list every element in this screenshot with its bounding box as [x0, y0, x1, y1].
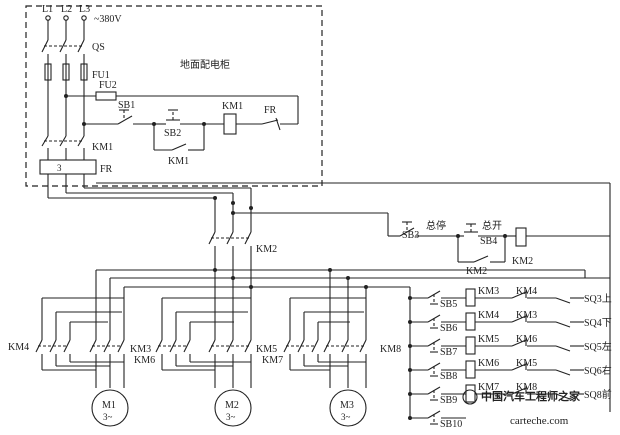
- hold-contact-label: KM1: [168, 156, 189, 167]
- watermark: 中国汽车工程师之家 carteche.com: [462, 389, 581, 427]
- rung-1-interlock-blade: [511, 291, 527, 299]
- rung-5-coil: [465, 384, 476, 403]
- rung-2-button-label: SB6: [440, 323, 457, 334]
- rung-6-button-label: SB10: [440, 419, 462, 430]
- rung-4-button-label: SB8: [440, 371, 457, 382]
- rung-2-interlock-blade: [511, 315, 527, 323]
- rung-1-coil-label: KM3: [478, 286, 499, 297]
- stop-button-label: SB1: [118, 100, 135, 111]
- m2-right-contactor: KM5: [256, 344, 277, 355]
- m1-left-contactor: KM4: [8, 342, 29, 353]
- rung-4-limit-label: SQ6右: [584, 364, 612, 377]
- coil-km1: [223, 113, 237, 135]
- motor-m3-name: M3: [340, 400, 354, 411]
- master-contactor-label: KM2: [256, 244, 277, 255]
- main-phase-lines: [39, 20, 97, 198]
- rung-5-button-label: SB9: [440, 395, 457, 406]
- rung-1-button-label: SB5: [440, 299, 457, 310]
- rung-4-coil-label: KM6: [478, 358, 499, 369]
- rung-2-coil-label: KM4: [478, 310, 499, 321]
- m1-right-contactor-2: KM6: [134, 355, 155, 366]
- fuse-control-label: FU2: [99, 80, 117, 91]
- rung-3-limit-blade: [555, 345, 571, 352]
- distribution-cabinet-frame: [25, 5, 323, 187]
- terminal-l2: [63, 15, 69, 21]
- motor-group-3: [283, 297, 367, 427]
- rung-1-coil: [465, 288, 476, 307]
- rung-2-coil: [465, 312, 476, 331]
- overload-relay-label: FR: [100, 164, 113, 175]
- rung-3-interlock-label: KM6: [516, 334, 537, 345]
- watermark-line2: carteche.com: [510, 415, 569, 427]
- label-l2: L2: [61, 4, 72, 15]
- master-control-rung: [388, 221, 610, 263]
- terminal-l3: [81, 15, 87, 21]
- rung-1-interlock-label: KM4: [516, 286, 537, 297]
- label-l3: L3: [79, 4, 90, 15]
- m2-right-contactor-2: KM7: [262, 355, 283, 366]
- motor-m1-phase: 3~: [103, 412, 113, 422]
- coil-km2: [515, 227, 527, 247]
- rung-3-interlock-blade: [511, 339, 527, 347]
- master-stop-label: 总停: [426, 219, 446, 232]
- coil-km1-label: KM1: [222, 101, 243, 112]
- rung-5-coil-label: KM7: [478, 382, 499, 393]
- supply-voltage: ~380V: [94, 14, 122, 25]
- rung-5-limit-blade: [555, 393, 571, 400]
- power-supply: L1 L2 L3 ~380V: [42, 4, 122, 25]
- relay-marker: 3: [57, 163, 62, 173]
- terminal-l1: [45, 15, 51, 21]
- fuse-main-label: FU1: [92, 70, 110, 81]
- motor-group-1: [35, 297, 129, 427]
- cabinet-control-circuit: [64, 91, 299, 151]
- m1-right-contactor: KM3: [130, 344, 151, 355]
- rung-4-interlock-blade: [511, 363, 527, 371]
- master-stop-button: SB3: [402, 230, 419, 241]
- master-start-label: 总开: [482, 219, 502, 232]
- motor-m3-symbol: [329, 389, 367, 427]
- motor-m2-phase: 3~: [226, 412, 236, 422]
- main-contactor-label: KM1: [92, 142, 113, 153]
- start-button-label: SB2: [164, 128, 181, 139]
- direction-ladder: [409, 270, 610, 420]
- motor-m2-symbol: [214, 389, 252, 427]
- rung-3-limit-label: SQ5左: [584, 340, 612, 353]
- rung-2-interlock-label: KM3: [516, 310, 537, 321]
- rung-4-coil: [465, 360, 476, 379]
- motor-group-2: [155, 297, 252, 427]
- motor-m2-name: M2: [225, 400, 239, 411]
- rung-2-limit-label: SQ4下: [584, 318, 612, 329]
- master-hold-contact: KM2: [466, 266, 487, 277]
- rung-1-limit-label: SQ3上: [584, 293, 612, 305]
- rung-3-coil: [465, 336, 476, 355]
- motor-m1-name: M1: [102, 400, 116, 411]
- rung-3-coil-label: KM5: [478, 334, 499, 345]
- rung-4-limit-blade: [555, 369, 571, 376]
- rung-5-interlock-label: KM8: [516, 382, 537, 393]
- fuse-fu2: [95, 91, 117, 101]
- isolator-label: QS: [92, 42, 105, 53]
- rung-5-interlock-blade: [511, 387, 527, 395]
- rung-4-interlock-label: KM5: [516, 358, 537, 369]
- rung-2-limit-blade: [555, 321, 571, 328]
- motor-bus: [95, 262, 585, 298]
- watermark-line1: 中国汽车工程师之家: [481, 389, 581, 403]
- motor-m3-phase: 3~: [341, 412, 351, 422]
- m3-right-contactor: KM8: [380, 344, 401, 355]
- rung-1-limit-blade: [555, 297, 571, 304]
- master-coil-label: KM2: [512, 256, 533, 267]
- feeder-bus: [48, 182, 611, 412]
- master-start-button: SB4: [480, 236, 497, 247]
- overload-contact-label: FR: [264, 105, 277, 116]
- label-l1: L1: [42, 4, 53, 15]
- rung-3-button-label: SB7: [440, 347, 457, 358]
- cabinet-title: 地面配电柜: [180, 58, 230, 71]
- motor-m1-symbol: [91, 389, 129, 427]
- rung-5-limit-label: SQ8前: [584, 388, 612, 401]
